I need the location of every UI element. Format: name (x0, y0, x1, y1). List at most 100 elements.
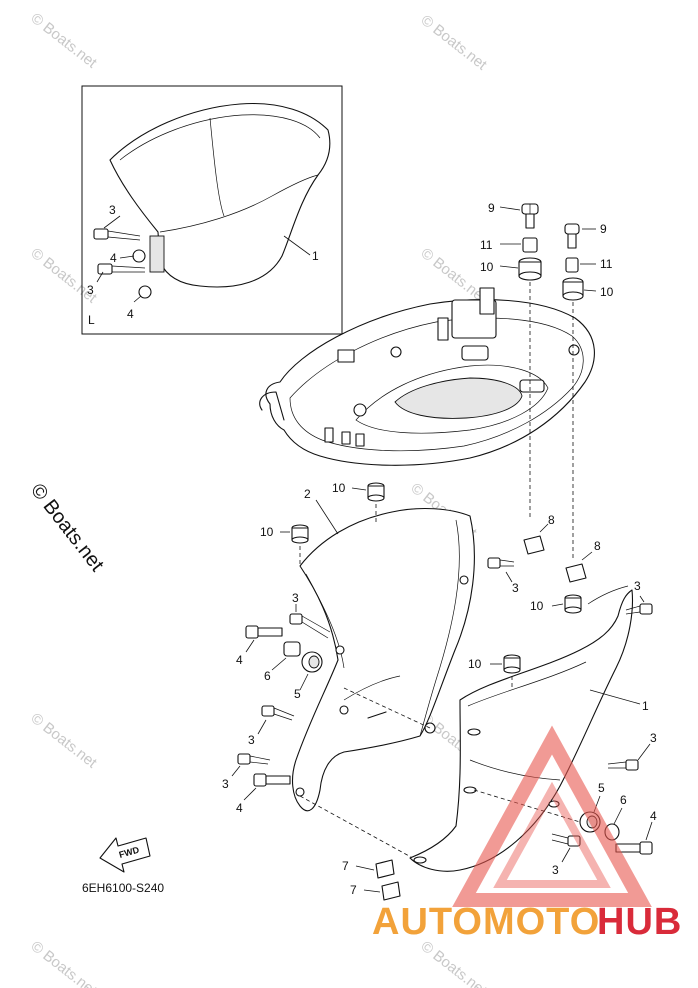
callout-10: 10 (332, 481, 346, 495)
tray-boss (353, 403, 367, 417)
inset-nut-lower (138, 285, 152, 299)
tray-mount-post (437, 317, 449, 341)
tray-floor (355, 364, 549, 434)
callout-4: 4 (236, 801, 243, 815)
inset-bolt-lower (97, 263, 146, 275)
callout-7: 7 (350, 883, 357, 897)
inset-cowling-inner (119, 114, 321, 161)
inset-cowling-fold (209, 117, 225, 217)
callout-3: 3 (248, 733, 255, 747)
callout-10: 10 (260, 525, 274, 539)
inset-bolt-upper (93, 228, 141, 241)
callout-11: 11 (600, 257, 613, 271)
tray-tab (341, 431, 351, 445)
callout-1: 1 (642, 699, 649, 713)
brand-wordmark-part2: HUB (597, 901, 682, 943)
clip-7 (375, 859, 395, 879)
diagram-code: 6EH6100-S240 (82, 881, 164, 895)
watermark: © Boats.net (418, 12, 491, 74)
grommet-stack-left: 9 11 10 (480, 201, 542, 520)
callout-7: 7 (342, 859, 349, 873)
bolt-4 (253, 773, 291, 787)
cowling-port-inner (419, 519, 460, 737)
cowling-stbd-hole (467, 728, 481, 736)
grommet-10 (367, 482, 385, 524)
collar-11 (522, 237, 538, 253)
callout-4: 4 (650, 809, 657, 823)
callout-4: 4 (110, 251, 117, 265)
callout-4: 4 (127, 307, 134, 321)
collar-6 (283, 641, 301, 657)
grommet-10 (562, 277, 584, 301)
tray-boss (390, 346, 402, 358)
fwd-arrow-icon: FWD (99, 837, 151, 873)
cowling-stbd-hole (413, 856, 427, 864)
brand-triangle-icon (452, 725, 652, 907)
bottom-cowling-port (291, 508, 475, 863)
grommet-10 (518, 257, 542, 281)
tray-tab (337, 349, 355, 363)
bottom-cowling-starboard (409, 585, 633, 872)
callout-9: 9 (488, 201, 495, 215)
screw-3 (625, 603, 653, 615)
inset-bracket (149, 235, 165, 273)
inset-nut-upper (132, 249, 146, 263)
clip-7 (381, 881, 401, 901)
inset-view: L 3 4 3 4 1 (81, 85, 343, 335)
tray-mount-post (479, 287, 495, 315)
screw-3 (289, 613, 331, 639)
cowling-port-hole (295, 787, 305, 797)
callout-3: 3 (292, 591, 299, 605)
callout-10: 10 (530, 599, 544, 613)
cowling-port-hole (335, 645, 345, 655)
callout-4: 4 (236, 653, 243, 667)
grommet-10 (564, 594, 582, 614)
copyright-label: © Boats.net (26, 480, 108, 576)
callout-1: 1 (312, 249, 319, 263)
grommet-5 (301, 651, 323, 673)
tray-tab (355, 433, 365, 447)
tray-mount-pad (461, 345, 489, 361)
watermark: © Boats.net (28, 10, 101, 72)
tray-outline (265, 299, 595, 466)
cowling-stbd-crease (469, 759, 561, 781)
callout-9: 9 (600, 222, 607, 236)
callout-8: 8 (594, 539, 601, 553)
tray-opening (394, 377, 523, 419)
watermark: © Boats.net (28, 710, 101, 772)
screw-3 (607, 759, 639, 771)
callout-10: 10 (600, 285, 614, 299)
cowling-port-hole (459, 575, 469, 585)
callout-10: 10 (480, 260, 494, 274)
inset-label: L (88, 313, 95, 327)
callout-8: 8 (548, 513, 555, 527)
collar-11 (565, 257, 579, 273)
tray-boss (568, 344, 580, 356)
grommet-stack-right: 9 11 10 (562, 222, 614, 560)
tray-rim (289, 317, 584, 452)
cowling-port-crease (305, 573, 345, 669)
cowling-port-shell (291, 508, 475, 812)
callout-5: 5 (598, 781, 605, 795)
cowling-stbd-hole (548, 800, 560, 808)
screw-9 (521, 203, 539, 229)
clip-8 (565, 563, 587, 583)
screw-3 (261, 705, 295, 721)
tray-front-lip (259, 391, 285, 421)
grommet-10 (291, 524, 309, 566)
callout-6: 6 (620, 793, 627, 807)
callout-3: 3 (109, 203, 116, 217)
callout-3: 3 (552, 863, 559, 877)
cowling-port-slot (367, 711, 387, 719)
watermark: © Boats.net (418, 938, 491, 988)
callout-3: 3 (512, 581, 519, 595)
cowling-stbd-top (587, 585, 629, 605)
tray-mount-pad (519, 379, 545, 393)
callout-3: 3 (87, 283, 94, 297)
cowling-stbd-inner (467, 661, 587, 707)
cowling-stbd-shell (409, 589, 633, 872)
cowling-stbd-hole (463, 786, 477, 794)
callout-11: 11 (480, 238, 493, 252)
callout-2: 2 (304, 487, 311, 501)
callout-6: 6 (264, 669, 271, 683)
